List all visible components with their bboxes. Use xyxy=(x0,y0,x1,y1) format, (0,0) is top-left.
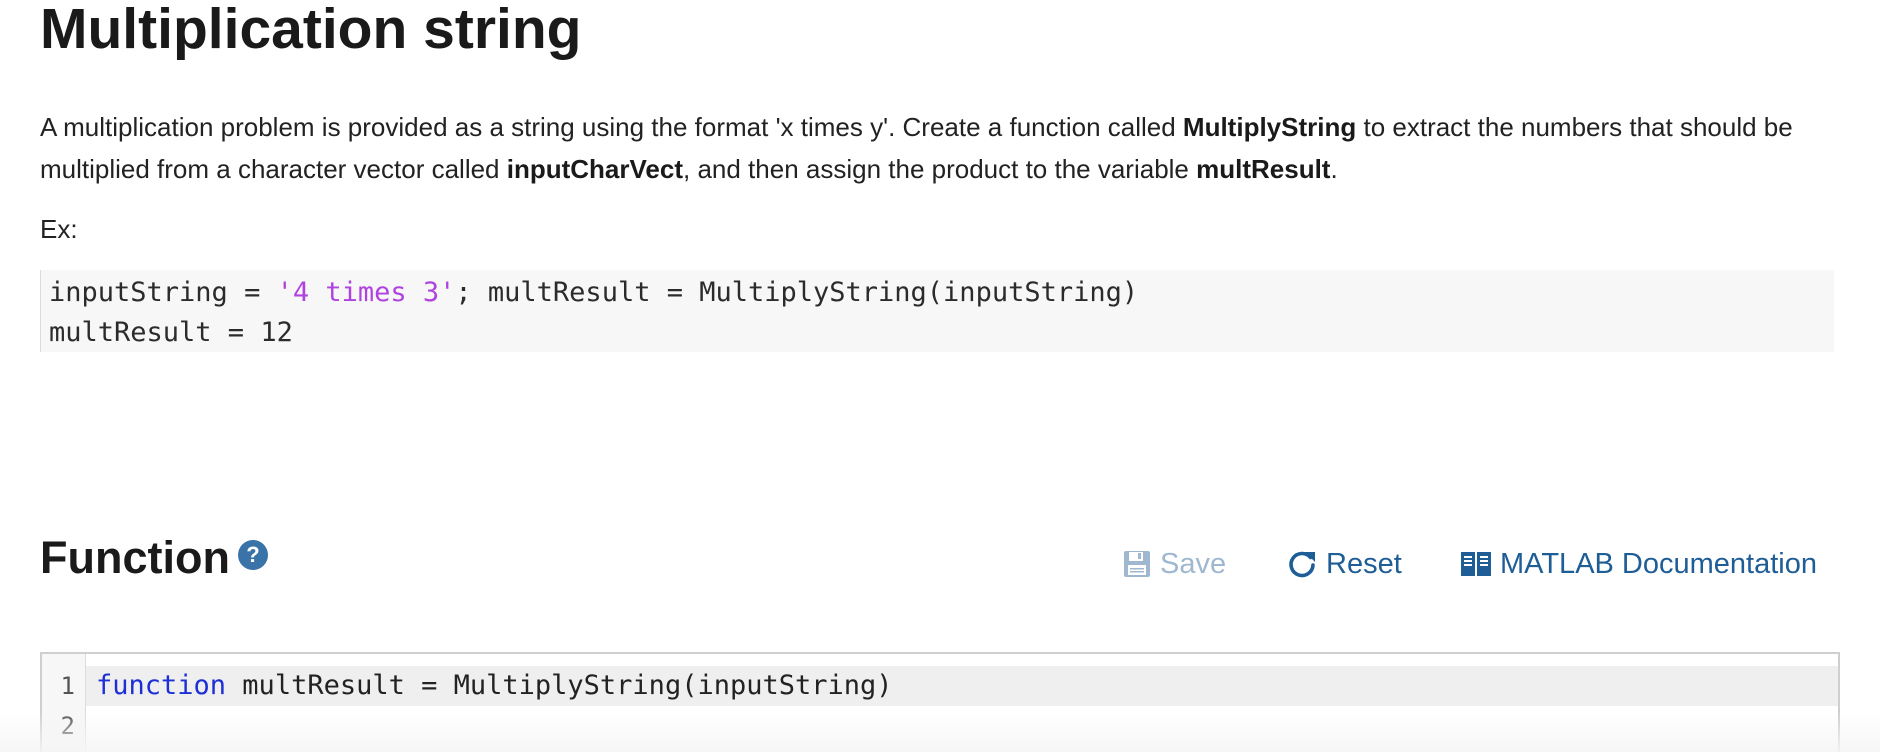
line-number: 2 xyxy=(60,712,75,740)
description-text-3: , and then assign the product to the var… xyxy=(683,154,1197,184)
description-text-2: to extract the numbers that should be mu… xyxy=(40,112,1793,184)
code-line-1[interactable]: function multResult = MultiplyString(inp… xyxy=(86,666,1838,706)
output-variable-emphasis: multResult xyxy=(1196,154,1331,184)
question-circle-icon[interactable]: ? xyxy=(238,540,268,570)
example-line-1-post: ; multResult = MultiplyString(inputStrin… xyxy=(455,277,1139,308)
example-line-1-pre: inputString = xyxy=(49,277,277,308)
function-section-title: Function xyxy=(40,532,230,583)
input-variable-emphasis: inputCharVect xyxy=(506,154,683,184)
code-line-2[interactable] xyxy=(86,706,1838,746)
floppy-disk-icon xyxy=(1124,551,1150,577)
example-code-block: inputString = '4 times 3'; multResult = … xyxy=(40,270,1834,352)
example-string-literal: '4 times 3' xyxy=(276,277,456,308)
book-icon xyxy=(1461,552,1491,576)
code-editor[interactable]: 1 2 function multResult = MultiplyString… xyxy=(40,652,1840,752)
matlab-documentation-link[interactable]: MATLAB Documentation xyxy=(1460,544,1817,584)
save-label: Save xyxy=(1160,548,1227,580)
description-text-4: . xyxy=(1330,154,1338,184)
line-number-gutter: 1 2 xyxy=(42,654,86,752)
keyword-function: function xyxy=(96,670,227,701)
function-name-emphasis: MultiplyString xyxy=(1182,112,1357,142)
reset-label: Reset xyxy=(1326,548,1402,580)
example-label: Ex: xyxy=(40,214,78,244)
problem-description: A multiplication problem is provided as … xyxy=(40,106,1800,190)
example-line-2: multResult = 12 xyxy=(49,317,293,348)
save-button[interactable]: Save xyxy=(1122,544,1226,584)
description-text-1: A multiplication problem is provided as … xyxy=(40,112,1183,142)
refresh-icon xyxy=(1289,551,1315,578)
docs-label: MATLAB Documentation xyxy=(1500,548,1817,580)
page-title: Multiplication string xyxy=(40,0,582,61)
reset-button[interactable]: Reset xyxy=(1286,544,1402,584)
code-line-text: multResult = MultiplyString(inputString) xyxy=(226,670,893,701)
line-number: 1 xyxy=(60,672,75,700)
